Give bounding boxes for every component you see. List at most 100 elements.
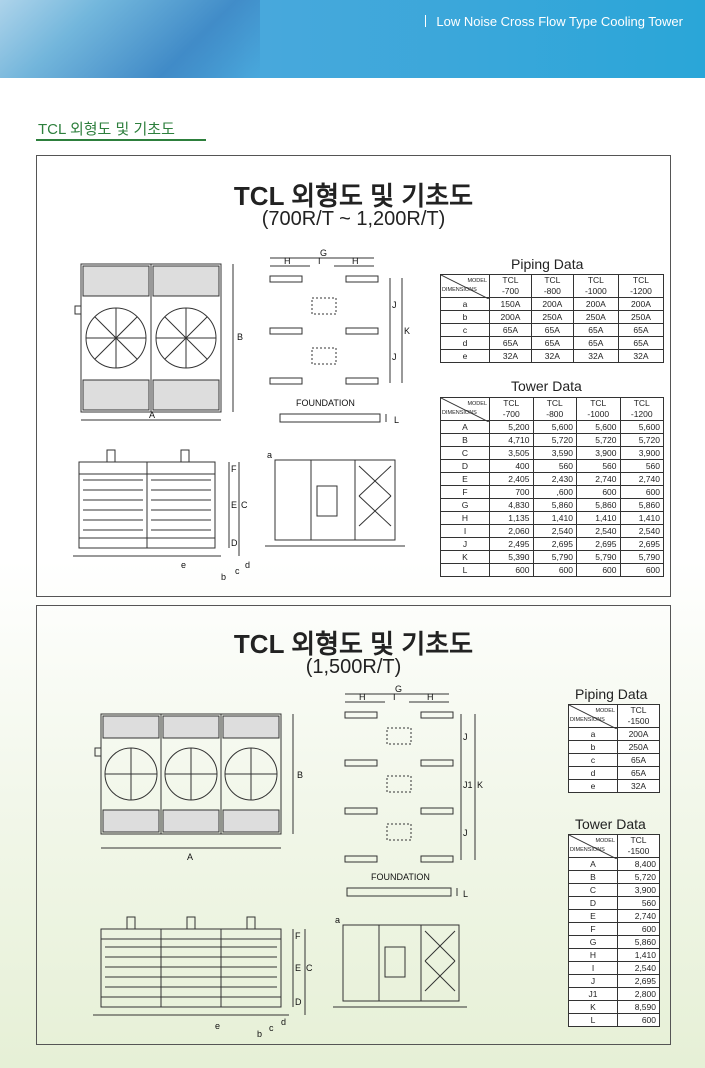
dim-b-label: B	[297, 770, 303, 780]
foundation-label: FOUNDATION	[371, 872, 430, 882]
panel-700-1200: TCL 외형도 및 기초도 (700R/T ~ 1,200R/T) A B	[36, 155, 671, 597]
dim-l-label: L	[463, 889, 468, 899]
model-header: TCL-800	[532, 397, 577, 421]
front-elevation-drawing: F E C D e b c d	[93, 916, 313, 1039]
dim-c-label: C	[241, 500, 248, 510]
section-underline	[36, 139, 206, 141]
header-title: Low Noise Cross Flow Type Cooling Tower	[425, 14, 683, 29]
foundation-plan-drawing: G H I H J J1 J K FOUNDATION	[344, 684, 483, 882]
panel-1500: TCL 외형도 및 기초도 (1,500R/T) A B	[36, 605, 671, 1045]
dim-j-bottom-label: J	[463, 828, 468, 838]
pipe-e-label: e	[215, 1021, 220, 1031]
header-banner: Low Noise Cross Flow Type Cooling Tower	[0, 0, 705, 78]
tower-data-caption: Tower Data	[511, 378, 582, 394]
side-elevation-drawing: a	[333, 915, 467, 1008]
panel-title: TCL 외형도 및 기초도	[233, 629, 474, 659]
dim-h-right-label: H	[352, 256, 359, 266]
section-title: TCL 외형도 및 기초도	[38, 121, 175, 138]
dim-j-bottom-label: J	[392, 352, 397, 362]
dim-c-label: C	[306, 963, 313, 973]
dim-h-left-label: H	[284, 256, 291, 266]
dim-a-label: A	[149, 410, 155, 420]
table-corner-cell: MODEL DIMENSIONS	[440, 397, 490, 422]
dim-f-label: F	[231, 464, 237, 474]
tower-data-caption: Tower Data	[575, 816, 646, 832]
foundation-plan-drawing: G H I H J J K FOUNDATION L	[269, 248, 410, 425]
dim-b-label: B	[237, 332, 243, 342]
model-header: TCL-1000	[576, 397, 621, 421]
model-header: TCL-1000	[572, 274, 619, 298]
dim-i-label: I	[318, 256, 321, 266]
dim-f-label: F	[295, 931, 301, 941]
dim-g-label: G	[395, 684, 402, 694]
model-header: TCL-1500	[617, 834, 660, 858]
pipe-e-label: e	[181, 560, 186, 570]
pipe-a-label: a	[267, 450, 272, 460]
pipe-d-label: d	[245, 560, 250, 570]
dim-k-label: K	[404, 326, 410, 336]
dim-d-label: D	[231, 538, 238, 548]
pipe-c-label: c	[269, 1023, 274, 1033]
dim-j-top-label: J	[392, 300, 397, 310]
model-header: TCL-1200	[619, 397, 664, 421]
dim-j1-label: J1	[463, 780, 473, 790]
piping-data-caption: Piping Data	[511, 256, 584, 272]
dim-j-top-label: J	[463, 732, 468, 742]
piping-data-table: MODEL DIMENSIONS TCL-700 TCL-800 TCL-100…	[440, 274, 665, 363]
model-header: TCL-1200	[617, 274, 665, 298]
foundation-label: FOUNDATION	[296, 398, 355, 408]
dim-l-label: L	[394, 415, 399, 425]
dim-h-left-label: H	[359, 692, 366, 702]
table-corner-cell: MODEL DIMENSIONS	[440, 274, 490, 299]
pipe-b-label: b	[221, 572, 226, 582]
table-corner-cell: MODEL DIMENSIONS	[568, 704, 618, 729]
panel-title: TCL 외형도 및 기초도	[233, 181, 474, 211]
dim-e-label: E	[231, 500, 237, 510]
model-header: TCL-800	[530, 274, 574, 298]
foundation-base-drawing: L	[346, 887, 468, 899]
front-elevation-drawing: F E C D e b c d	[73, 449, 250, 582]
dim-h-right-label: H	[427, 692, 434, 702]
dim-g-label: G	[320, 248, 327, 258]
model-header: TCL-1500	[617, 704, 660, 728]
pipe-b-label: b	[257, 1029, 262, 1039]
plan-view-drawing: A B	[74, 263, 243, 421]
dim-d-label: D	[295, 997, 302, 1007]
table-corner-cell: MODEL DIMENSIONS	[568, 834, 618, 859]
side-elevation-drawing: a	[265, 450, 405, 547]
dim-a-label: A	[187, 852, 193, 862]
water-image	[0, 0, 260, 78]
